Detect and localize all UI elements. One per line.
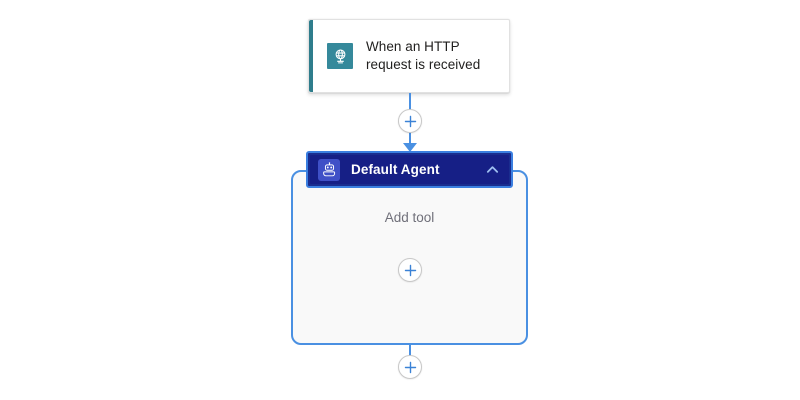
connector-arrowhead-down-icon: [403, 143, 417, 152]
add-action-button-top[interactable]: [398, 109, 422, 133]
agent-title: Default Agent: [351, 162, 440, 177]
connector-line-agent-to-next: [409, 345, 411, 357]
add-tool-button[interactable]: [398, 258, 422, 282]
add-tool-empty-label: Add tool: [384, 210, 435, 225]
agent-header-default-agent[interactable]: Default Agent: [306, 151, 513, 188]
http-request-globe-icon: [327, 43, 353, 69]
agent-scope-container: [291, 170, 528, 345]
plus-icon: [404, 361, 416, 373]
trigger-accent-bar: [309, 20, 313, 92]
robot-agent-icon: [318, 158, 340, 181]
plus-icon: [404, 264, 416, 276]
plus-icon: [404, 115, 416, 127]
agent-header-inner: Default Agent: [310, 155, 509, 184]
chevron-up-icon[interactable]: [483, 161, 501, 179]
add-action-button-bottom[interactable]: [398, 355, 422, 379]
